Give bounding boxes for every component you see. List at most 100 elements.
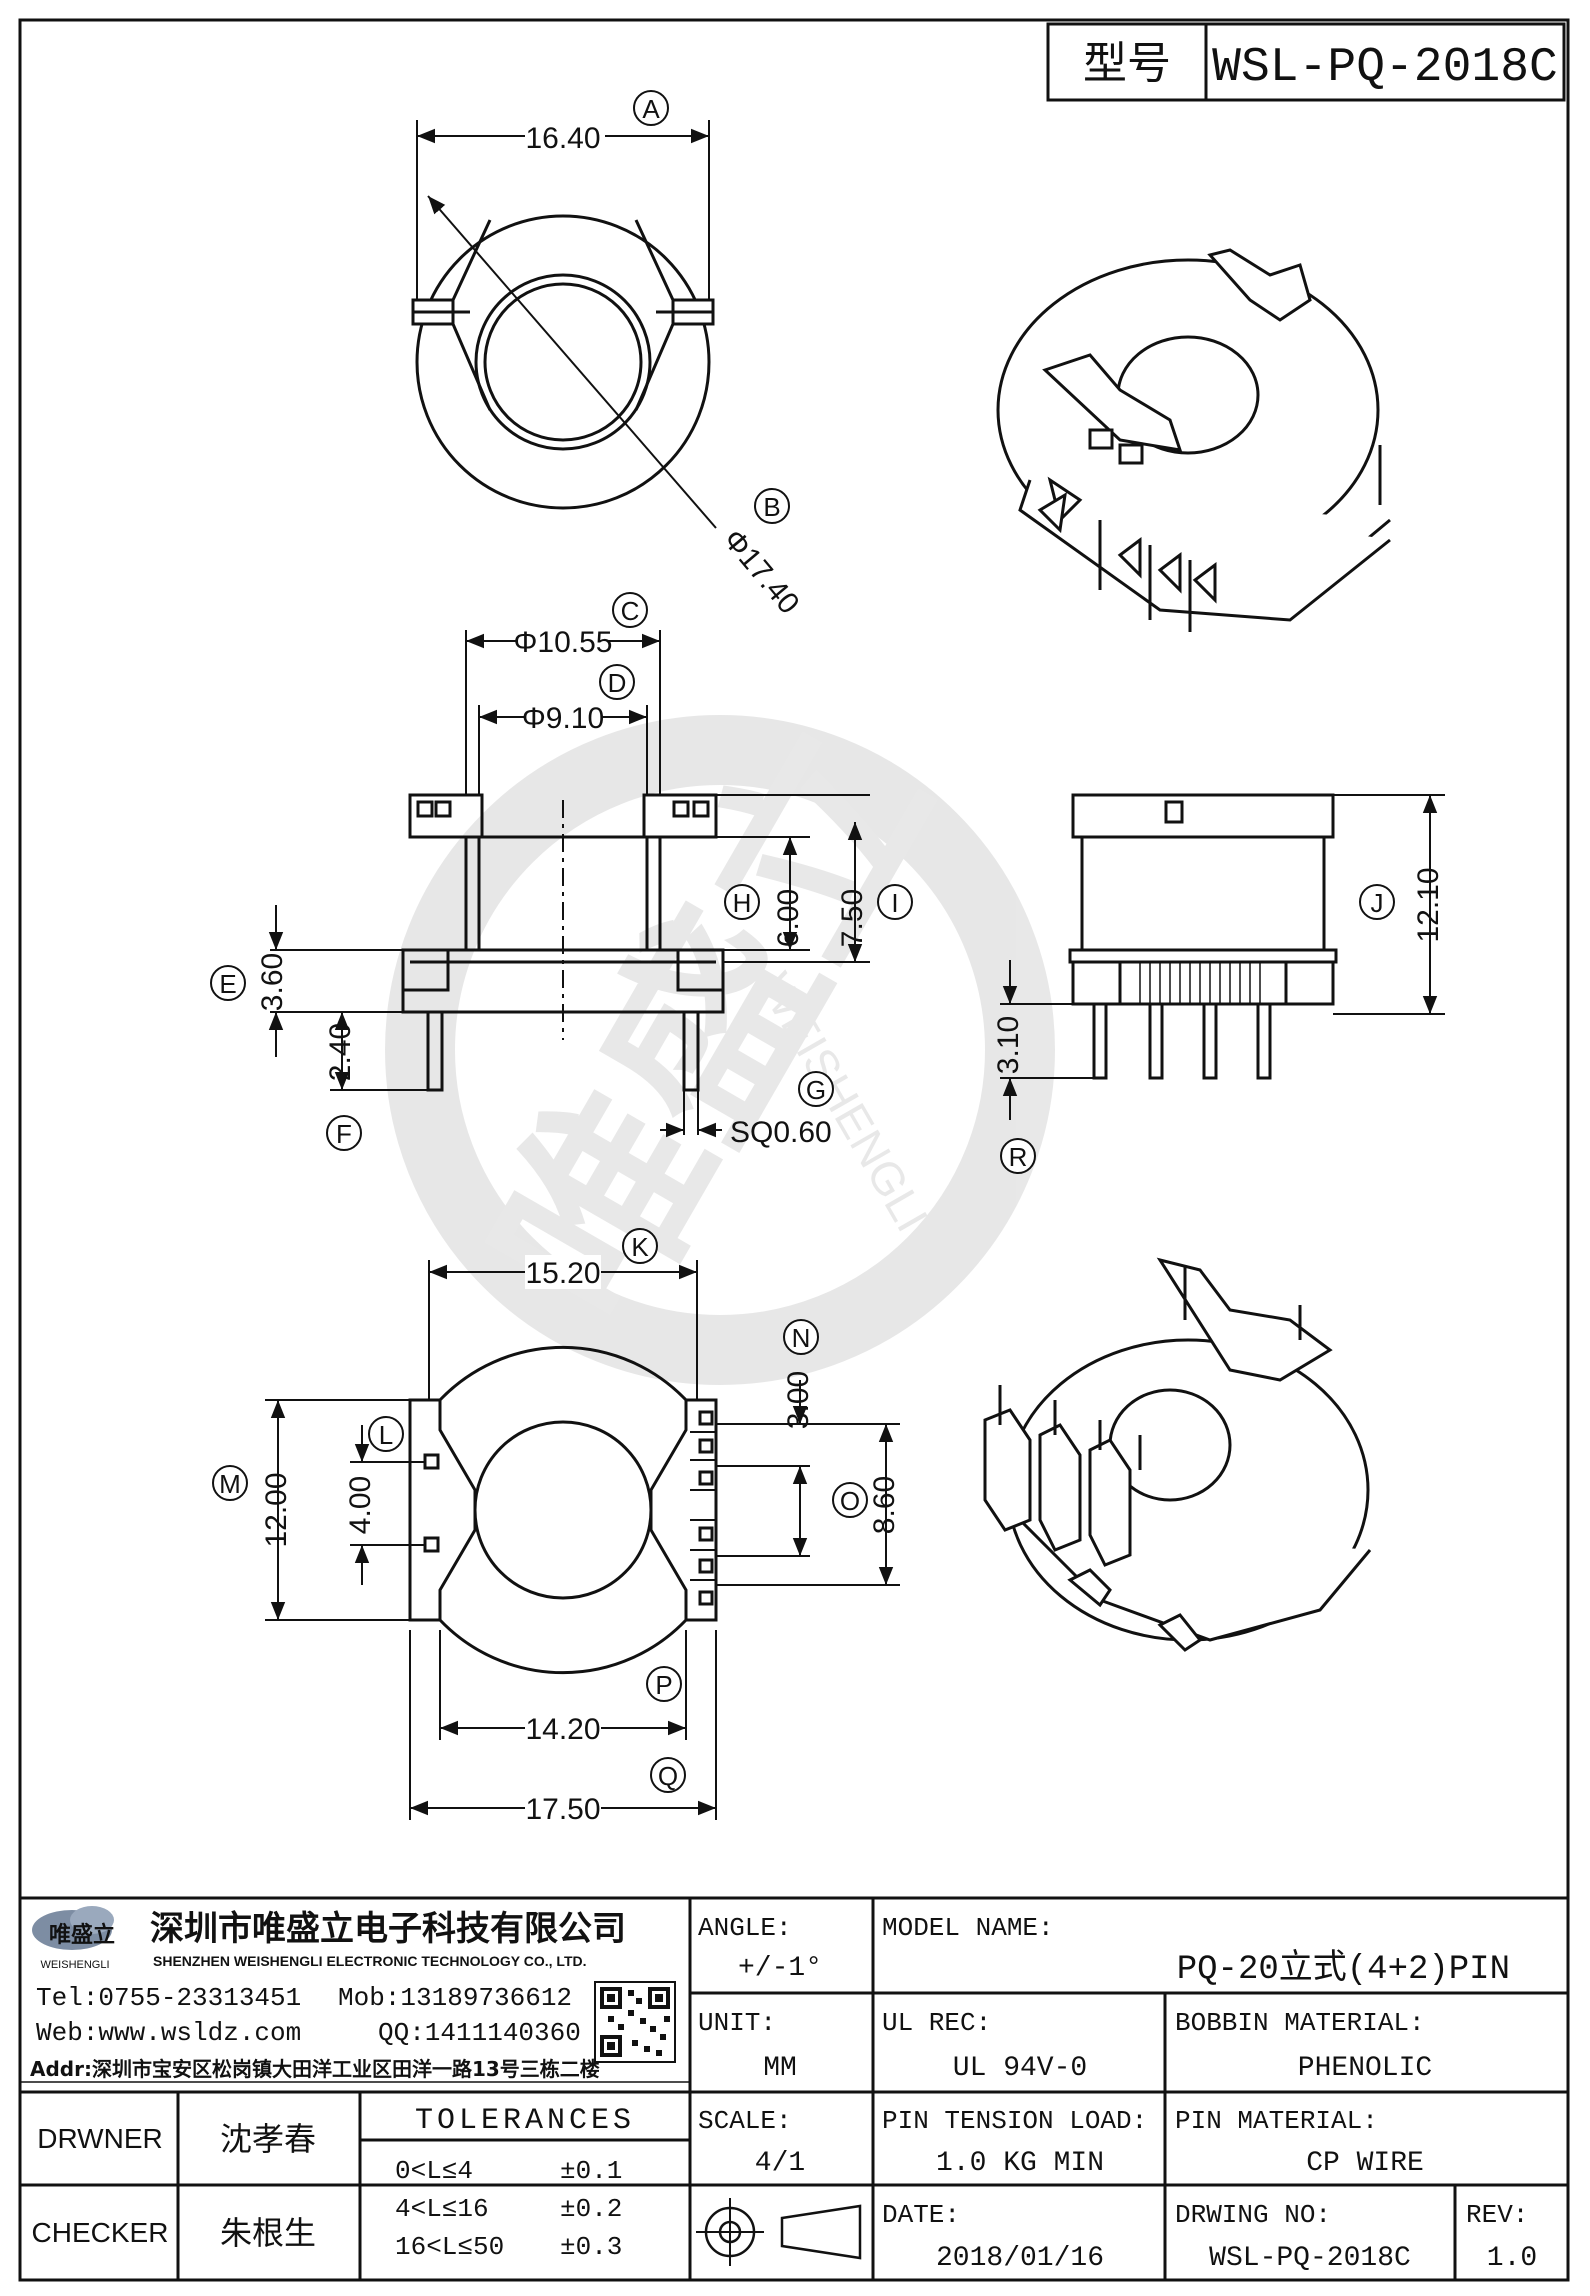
marker-m: M bbox=[212, 1465, 248, 1501]
dim-c-value: Φ10.55 bbox=[513, 626, 612, 659]
qr-code bbox=[594, 1981, 676, 2063]
svg-text:G: G bbox=[806, 1075, 826, 1105]
model-header-value: WSL-PQ-2018C bbox=[1212, 41, 1558, 95]
logo-text: 唯盛立 bbox=[49, 1922, 115, 1948]
company-name-en: SHENZHEN WEISHENGLI ELECTRONIC TECHNOLOG… bbox=[153, 1953, 587, 1969]
rev-value: 1.0 bbox=[1487, 2243, 1537, 2274]
side-view bbox=[1000, 793, 1445, 1120]
tension-value: 1.0 KG MIN bbox=[936, 2148, 1104, 2179]
dim-d-value: Φ9.10 bbox=[522, 702, 604, 735]
drawer-value: 沈孝春 bbox=[220, 2120, 316, 2158]
scale-label: SCALE: bbox=[698, 2106, 792, 2136]
bobbin-value: PHENOLIC bbox=[1298, 2053, 1432, 2084]
dim-b-value: Φ17.40 bbox=[717, 523, 806, 620]
model-header: 型号 WSL-PQ-2018C bbox=[1046, 22, 1566, 102]
company-qq: QQ:1411140360 bbox=[378, 2018, 581, 2048]
marker-e: E bbox=[210, 965, 246, 1001]
angle-value: +/-1° bbox=[738, 1953, 822, 1984]
svg-text:N: N bbox=[792, 1323, 811, 1353]
tolerance-title: TOLERANCES bbox=[415, 2104, 635, 2138]
top-view bbox=[411, 120, 717, 529]
company-web: Web:www.wsldz.com bbox=[36, 2018, 301, 2048]
marker-p: P bbox=[646, 1666, 682, 1702]
svg-text:O: O bbox=[840, 1486, 860, 1516]
marker-k: K bbox=[622, 1228, 658, 1264]
iso-view-bottom bbox=[983, 1257, 1372, 1652]
marker-j: J bbox=[1359, 884, 1395, 920]
bobbin-label: BOBBIN MATERIAL: bbox=[1175, 2008, 1425, 2038]
dim-n-value: 3.00 bbox=[782, 1371, 815, 1429]
watermark: 唯盛立 WEISHENGLI bbox=[385, 690, 1055, 1385]
svg-text:J: J bbox=[1371, 888, 1384, 918]
title-block bbox=[18, 1896, 1570, 2282]
dim-i-value: 7.50 bbox=[836, 889, 869, 947]
svg-text:F: F bbox=[336, 1119, 352, 1149]
marker-i: I bbox=[877, 884, 913, 920]
marker-r: R bbox=[1000, 1138, 1036, 1174]
tension-label: PIN TENSION LOAD: bbox=[882, 2106, 1147, 2136]
ul-label: UL REC: bbox=[882, 2008, 991, 2038]
dim-q-value: 17.50 bbox=[525, 1793, 600, 1826]
svg-text:E: E bbox=[219, 969, 236, 999]
dim-o-value: 8.60 bbox=[868, 1476, 901, 1534]
pinmat-label: PIN MATERIAL: bbox=[1175, 2106, 1378, 2136]
svg-text:M: M bbox=[219, 1469, 241, 1499]
dim-k-value: 15.20 bbox=[525, 1257, 600, 1290]
company-name-cn: 深圳市唯盛立电子科技有限公司 bbox=[150, 1909, 626, 1949]
dim-f-value: 2.40 bbox=[324, 1023, 357, 1081]
svg-text:H: H bbox=[733, 888, 752, 918]
date-value: 2018/01/16 bbox=[936, 2243, 1104, 2274]
marker-d: D bbox=[599, 664, 635, 700]
iso-view-top bbox=[996, 248, 1391, 632]
svg-text:I: I bbox=[891, 888, 898, 918]
checker-value: 朱根生 bbox=[220, 2214, 316, 2252]
svg-text:K: K bbox=[631, 1232, 649, 1262]
tol-value-1: ±0.1 bbox=[560, 2156, 622, 2186]
marker-f: F bbox=[326, 1115, 362, 1151]
front-view bbox=[268, 630, 870, 1138]
unit-label: UNIT: bbox=[698, 2008, 776, 2038]
dim-e-value: 3.60 bbox=[256, 953, 289, 1011]
dim-j-value: 12.10 bbox=[1412, 867, 1445, 942]
dwg-label: DRWING NO: bbox=[1175, 2200, 1331, 2230]
tol-range-2: 4<L≤16 bbox=[395, 2194, 489, 2224]
marker-l: L bbox=[368, 1416, 404, 1452]
svg-text:L: L bbox=[379, 1420, 393, 1450]
dim-l-value: 4.00 bbox=[344, 1476, 377, 1534]
dim-r-value: 3.10 bbox=[992, 1016, 1025, 1074]
dim-p-value: 14.20 bbox=[525, 1713, 600, 1746]
svg-text:R: R bbox=[1009, 1142, 1028, 1172]
tol-value-3: ±0.3 bbox=[560, 2232, 622, 2262]
marker-c: C bbox=[612, 592, 648, 628]
dim-g-value: SQ0.60 bbox=[730, 1116, 832, 1149]
markers: A B C D E F G H I J K L M N O P Q R bbox=[210, 90, 1395, 1793]
scale-value: 4/1 bbox=[755, 2148, 805, 2179]
marker-h: H bbox=[724, 884, 760, 920]
checker-label: CHECKER bbox=[32, 2217, 169, 2248]
marker-g: G bbox=[798, 1071, 834, 1107]
pinmat-value: CP WIRE bbox=[1306, 2148, 1424, 2179]
svg-text:Q: Q bbox=[658, 1761, 678, 1791]
marker-o: O bbox=[832, 1482, 868, 1518]
company-logo: 唯盛立 WEISHENGLI bbox=[32, 1906, 115, 1971]
tol-value-2: ±0.2 bbox=[560, 2194, 622, 2224]
date-label: DATE: bbox=[882, 2200, 960, 2230]
marker-b: B bbox=[754, 488, 790, 524]
tol-range-1: 0<L≤4 bbox=[395, 2156, 473, 2186]
svg-text:C: C bbox=[621, 596, 640, 626]
svg-text:P: P bbox=[655, 1670, 672, 1700]
unit-value: MM bbox=[763, 2053, 797, 2084]
svg-text:B: B bbox=[763, 492, 780, 522]
dwg-value: WSL-PQ-2018C bbox=[1209, 2243, 1411, 2274]
marker-q: Q bbox=[650, 1757, 686, 1793]
company-tel: Tel:0755-23313451 bbox=[36, 1983, 301, 2013]
dim-a-value: 16.40 bbox=[525, 122, 600, 155]
ul-value: UL 94V-0 bbox=[953, 2053, 1087, 2084]
marker-a: A bbox=[633, 90, 669, 126]
marker-n: N bbox=[783, 1319, 819, 1355]
angle-label: ANGLE: bbox=[698, 1913, 792, 1943]
tol-range-3: 16<L≤50 bbox=[395, 2232, 504, 2262]
company-addr: Addr:深圳市宝安区松岗镇大田洋工业区田洋一路13号三栋二楼 bbox=[30, 2057, 600, 2081]
model-header-label: 型号 bbox=[1083, 38, 1171, 89]
